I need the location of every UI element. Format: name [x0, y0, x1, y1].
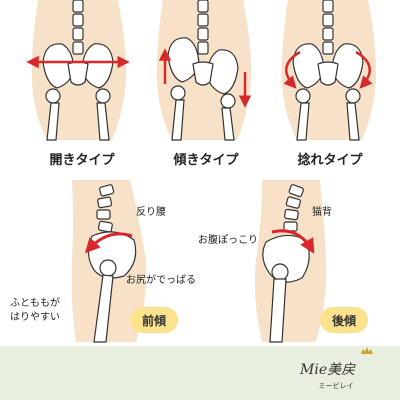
- open-type-label: 開きタイプ: [49, 153, 115, 168]
- tilt-type-label: 傾きタイプ: [172, 152, 239, 168]
- backward-tilt-arrow: [271, 229, 315, 254]
- posterior-badge-label: 後傾: [332, 313, 357, 328]
- posterior-belly-note: お腹ぽっこり: [198, 233, 258, 246]
- brand-logo: Mie美戻 ミービレイ: [299, 347, 373, 390]
- anterior-thigh-note-2: はりやすい: [10, 311, 60, 323]
- crown-icon: [361, 347, 373, 354]
- posterior-back-note: 猫背: [312, 205, 332, 218]
- anterior-thigh-note-1: ふとももが: [10, 296, 60, 309]
- anterior-tilt-illustration: [71, 180, 147, 343]
- posterior-badge: 後傾: [320, 307, 368, 333]
- brand-logo-text: Mie美戻: [299, 362, 356, 378]
- footer-band: [0, 346, 400, 400]
- tilt-type-illustration: [156, 0, 252, 141]
- left-curved-arrow: [283, 50, 301, 89]
- pelvis-bone: [292, 0, 364, 141]
- forward-tilt-arrow: [84, 232, 133, 254]
- anterior-back-note: 反り腰: [136, 206, 166, 218]
- anterior-badge: 前傾: [130, 307, 178, 333]
- twist-type-label: 捻れタイプ: [297, 152, 363, 168]
- anterior-badge-label: 前傾: [142, 313, 167, 328]
- pelvis-bone: [167, 0, 239, 141]
- posterior-tilt-illustration: [254, 180, 327, 343]
- brand-logo-subtext: ミービレイ: [319, 381, 354, 390]
- spine-and-pelvis: [262, 184, 310, 343]
- anterior-hip-note: お尻がでっぱる: [126, 273, 196, 286]
- twist-type-illustration: [281, 0, 377, 141]
- open-type-illustration: [26, 0, 130, 141]
- right-curved-arrow: [355, 50, 373, 89]
